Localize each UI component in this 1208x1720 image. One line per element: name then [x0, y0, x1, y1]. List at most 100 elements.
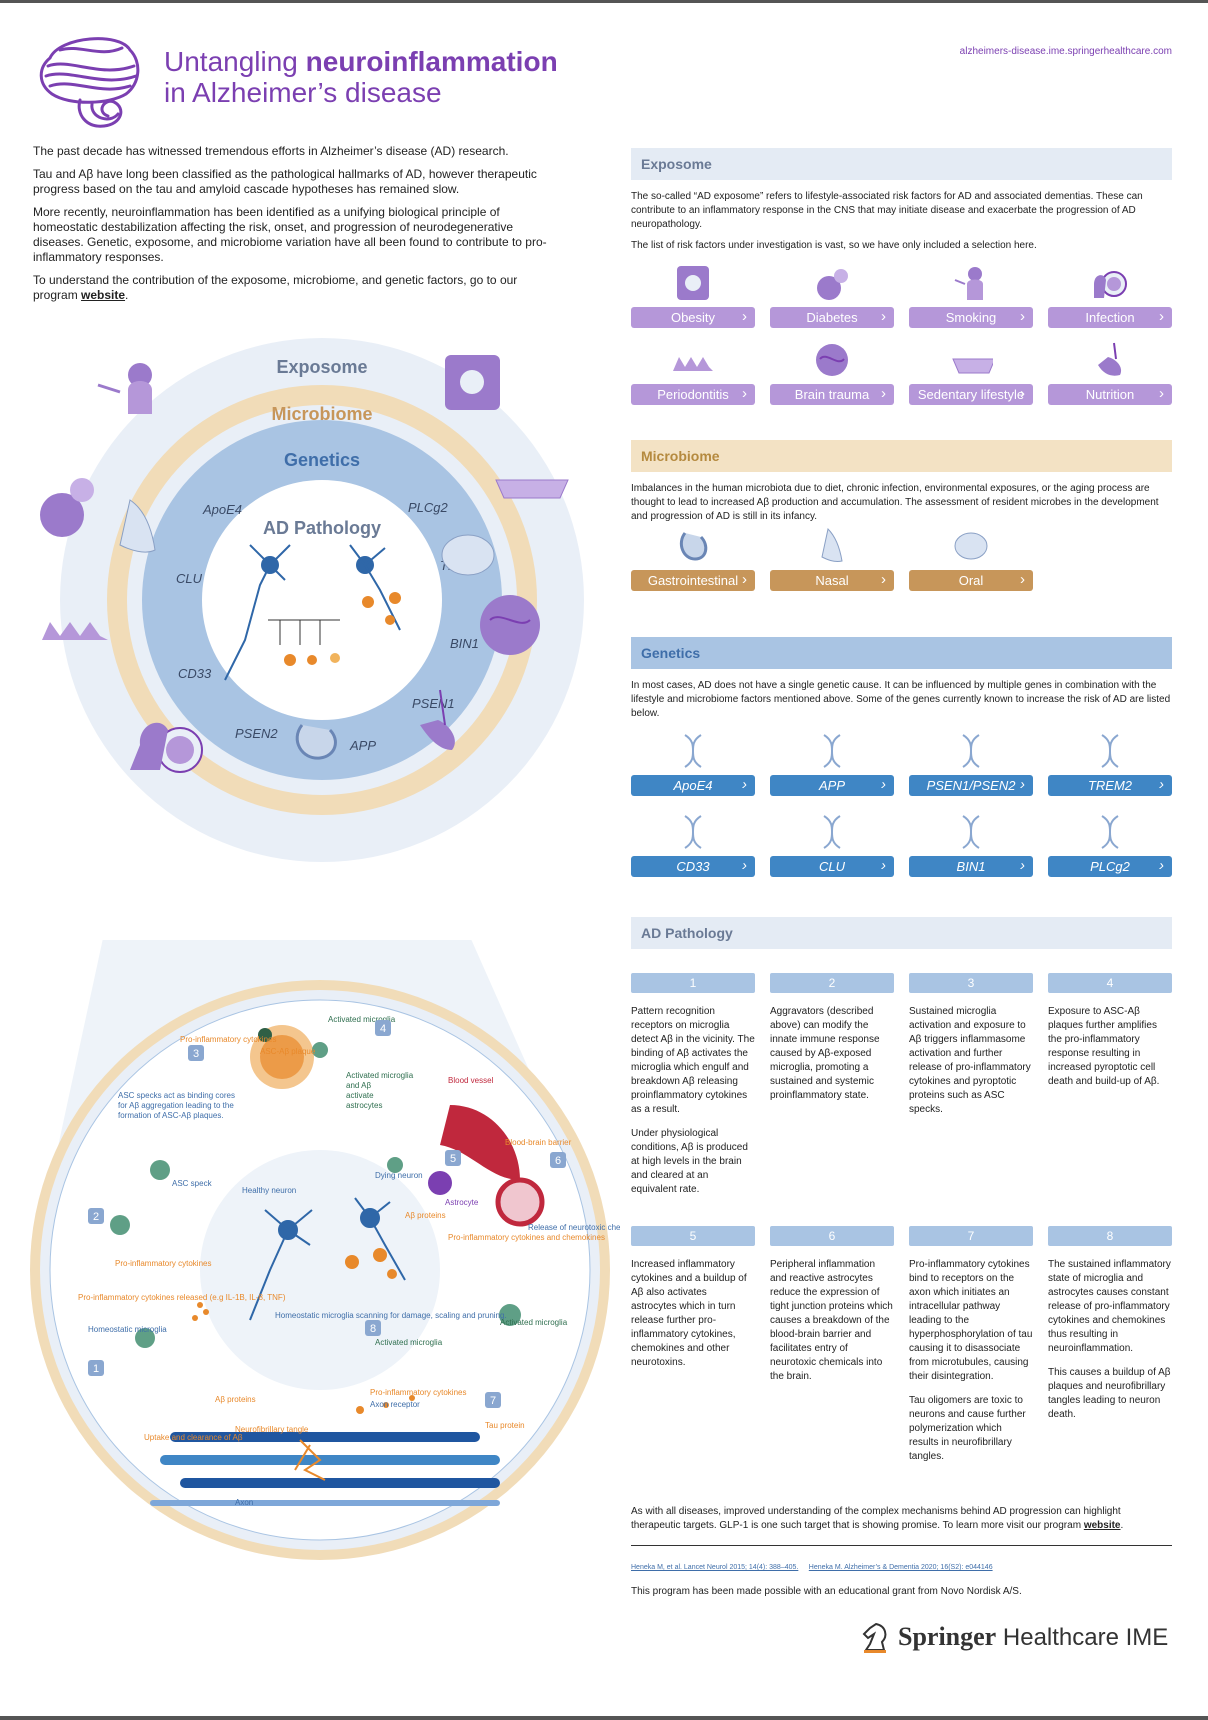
microbiome-section: Microbiome Imbalances in the human micro…: [631, 440, 1172, 591]
dna-icon: [1088, 731, 1132, 771]
gene-psen-button[interactable]: PSEN1/PSEN2: [909, 774, 1033, 796]
ring-label-exposome: Exposome: [276, 357, 367, 377]
step-7-badge: 7: [909, 1226, 1033, 1246]
lbl-activated-microglia-8: Activated microglia: [375, 1338, 443, 1347]
gene-bin1-button[interactable]: BIN1: [909, 855, 1033, 877]
step-4-text: Exposure to ASC-Aβ plaques further ampli…: [1048, 1006, 1160, 1087]
bathtub-icon: [495, 479, 569, 499]
gene-cd33-button[interactable]: CD33: [631, 855, 755, 877]
healthy-neuron: [249, 1209, 313, 1321]
closing-body: As with all diseases, improved understan…: [631, 1506, 1121, 1531]
step-5-text: Increased inflammatory cytokines and a b…: [631, 1259, 747, 1368]
lbl-asc-speck: ASC speck: [172, 1179, 213, 1188]
step-1-badge: 1: [631, 973, 755, 993]
vegetables-icon: [420, 689, 455, 750]
sedentary-lifestyle-button[interactable]: Sedentary lifestyle: [909, 383, 1033, 405]
teeth-icon: [671, 340, 715, 380]
diabetes-button[interactable]: Diabetes: [770, 306, 894, 328]
step-3-text: Sustained microglia activation and expos…: [909, 1006, 1031, 1115]
badge-7: 7: [490, 1395, 496, 1407]
obesity-button[interactable]: Obesity: [631, 306, 755, 328]
lbl-axon-receptor: Axon receptor: [370, 1400, 420, 1409]
title-bold: neuroinflammation: [305, 46, 558, 77]
lbl-tau-protein: Tau protein: [485, 1421, 525, 1430]
dna-icon: [1088, 812, 1132, 852]
grant-text: This program has been made possible with…: [631, 1586, 1022, 1597]
genetics-p1: In most cases, AD does not have a single…: [631, 680, 1171, 719]
ref-1-link[interactable]: Heneka M, et al. Lancet Neurol 2015; 14(…: [631, 1564, 799, 1571]
lbl-asc-plaque: ASC-Aβ plaque: [260, 1047, 316, 1056]
step-7-text: Pro-inflammatory cytokines bind to recep…: [909, 1259, 1033, 1382]
title-plain: Untangling: [164, 46, 306, 77]
gene-apoe4-button[interactable]: ApoE4: [631, 774, 755, 796]
periodontitis-button[interactable]: Periodontitis: [631, 383, 755, 405]
gene-plcg2: PLCg2: [408, 500, 449, 515]
badge-2: 2: [93, 1211, 99, 1223]
ring-label-ad-pathology: AD Pathology: [263, 518, 381, 538]
smoking-button[interactable]: Smoking: [909, 306, 1033, 328]
site-url-link[interactable]: alzheimers-disease.ime.springerhealthcar…: [959, 46, 1172, 57]
references: Heneka M, et al. Lancet Neurol 2015; 14(…: [631, 1556, 1172, 1574]
brain-trauma-button[interactable]: Brain trauma: [770, 383, 894, 405]
lbl-ab-proteins-low: Aβ proteins: [215, 1395, 256, 1404]
top-border: [0, 0, 1208, 3]
dna-icon: [810, 812, 854, 852]
neurofibrillary-tangle: [294, 1439, 326, 1481]
intro-text: The past decade has witnessed tremendous…: [33, 144, 553, 311]
axon-microtubule: [150, 1432, 500, 1506]
ring-label-genetics: Genetics: [284, 450, 360, 470]
brand-healthcare-ime: Healthcare IME: [996, 1624, 1169, 1651]
gastrointestinal-button[interactable]: Gastrointestinal: [631, 569, 755, 591]
astrocyte-cell: [428, 1171, 452, 1195]
gene-cd33: CD33: [178, 666, 212, 681]
dna-icon: [810, 731, 854, 771]
lbl-axon: Axon: [235, 1498, 253, 1507]
nasal-button[interactable]: Nasal: [770, 569, 894, 591]
nutrition-button[interactable]: Nutrition: [1048, 383, 1172, 405]
lbl-homeostatic-scanning: Homeostatic microglia scanning for damag…: [275, 1311, 507, 1320]
gene-app: APP: [349, 738, 376, 753]
exposome-heading: Exposome: [631, 148, 1172, 180]
ref-2-link[interactable]: Heneka M. Alzheimer’s & Dementia 2020; 1…: [808, 1564, 993, 1571]
nose-icon: [119, 499, 156, 553]
page-title: Untangling neuroinflammation in Alzheime…: [164, 46, 558, 108]
website-link[interactable]: website: [81, 288, 126, 302]
lbl-bbb: Blood-brain barrier: [505, 1138, 572, 1147]
exposome-p2: The list of risk factors under investiga…: [631, 240, 1037, 251]
step-2-badge: 2: [770, 973, 894, 993]
tangled-brain-logo: [39, 37, 140, 128]
divider: [631, 1545, 1172, 1546]
intro-p4-text: To understand the contribution of the ex…: [33, 273, 518, 302]
smoker-icon: [97, 363, 152, 414]
gene-clu-button[interactable]: CLU: [770, 855, 894, 877]
closing-website-link[interactable]: website: [1083, 1520, 1121, 1531]
microbiome-heading: Microbiome: [631, 440, 1172, 472]
intro-p1: The past decade has witnessed tremendous…: [33, 144, 509, 158]
infection-button[interactable]: Infection: [1048, 306, 1172, 328]
blood-vessel: [440, 1105, 545, 1227]
oral-button[interactable]: Oral: [909, 569, 1033, 591]
brain-icon: [480, 595, 540, 655]
lbl-uptake: Uptake and clearance of Aβ: [144, 1433, 243, 1442]
apple-drop-icon: [810, 263, 854, 303]
lbl-pro-cyto-released: Pro-inflammatory cytokines released (e.g…: [78, 1293, 286, 1302]
lbl-blood-vessel: Blood vessel: [448, 1076, 494, 1085]
intestine-icon: [295, 724, 337, 760]
badge-6: 6: [555, 1155, 561, 1167]
gene-plcg2-button[interactable]: PLCg2: [1048, 855, 1172, 877]
gene-psen2: PSEN2: [235, 726, 278, 741]
step-5-badge: 5: [631, 1226, 755, 1246]
gene-trem2-button[interactable]: TREM2: [1048, 774, 1172, 796]
gene-app-button[interactable]: APP: [770, 774, 894, 796]
exposome-buttons: Obesity Diabetes Smoking Infection Perio…: [631, 263, 1172, 405]
badge-4: 4: [380, 1023, 386, 1035]
title-line-2: in Alzheimer’s disease: [164, 77, 442, 108]
springer-logo: Springer Healthcare IME: [860, 1620, 1168, 1654]
gene-clu: CLU: [176, 571, 203, 586]
gene-psen1: PSEN1: [412, 696, 455, 711]
